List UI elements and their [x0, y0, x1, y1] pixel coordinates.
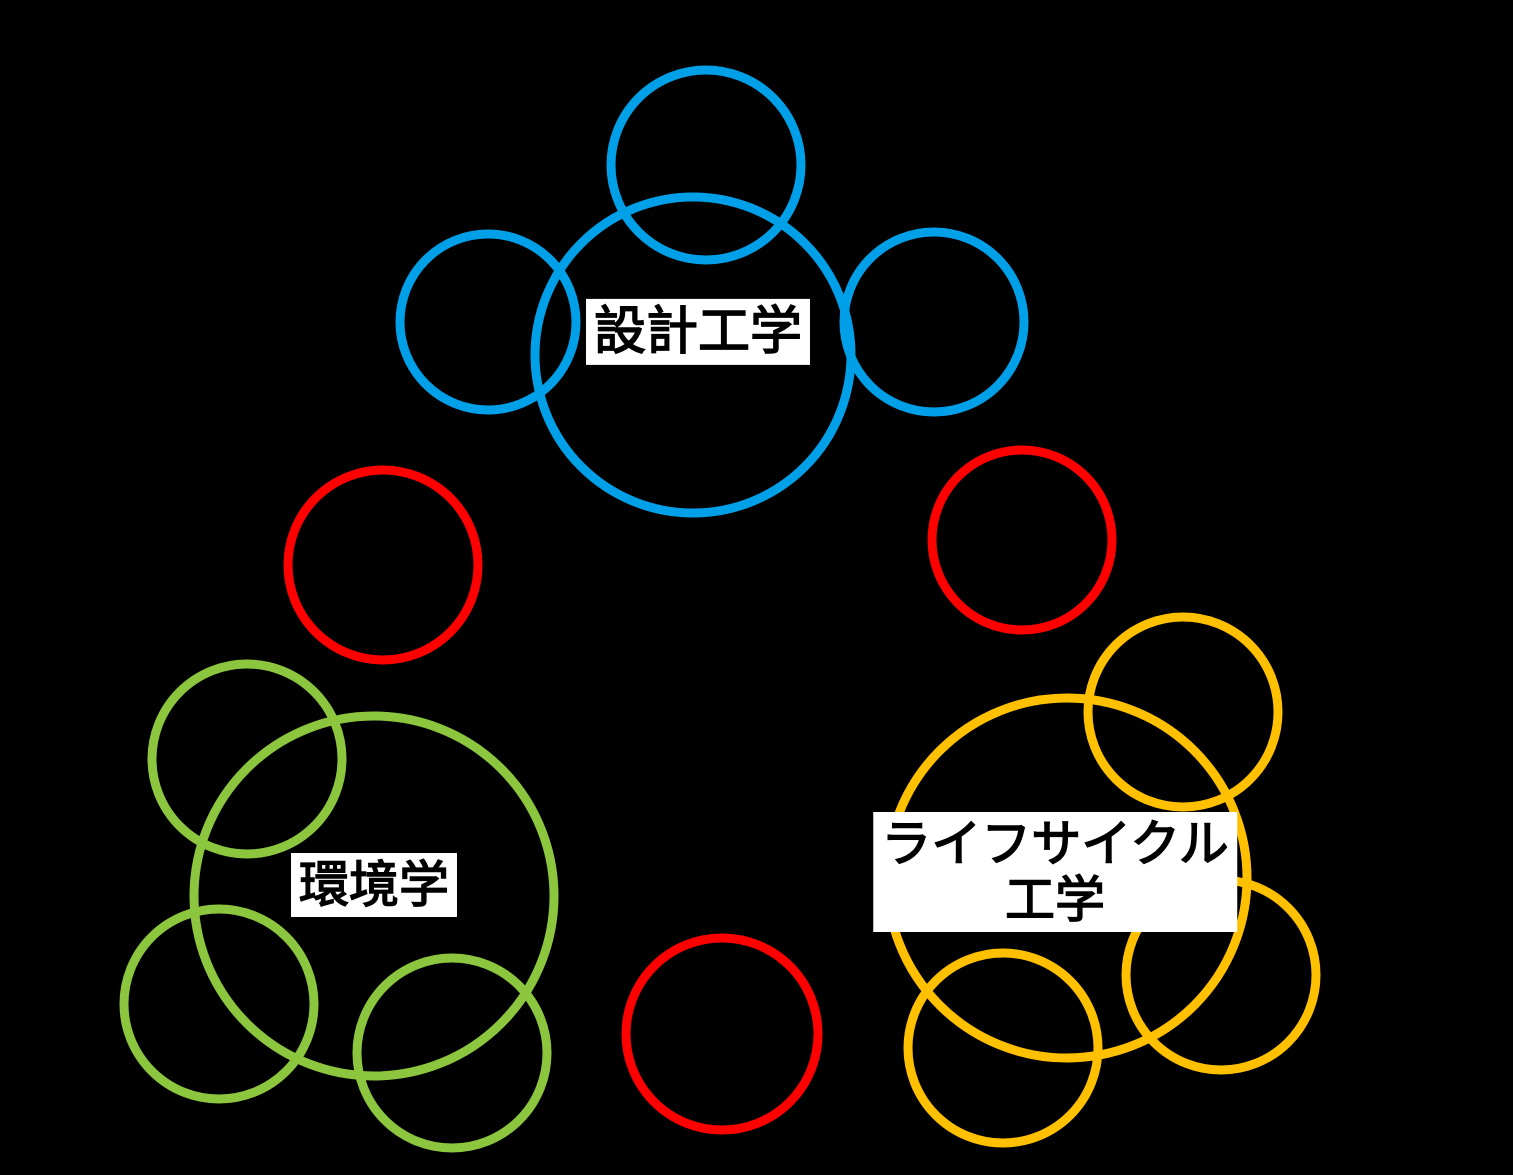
- lifecycle-engineering-cluster-circle-top-right: [1083, 612, 1283, 812]
- unlabeled-red-circles: [283, 445, 1117, 1135]
- lifecycle-engineering-cluster-circle-bottom-left: [903, 948, 1103, 1148]
- unlabeled-red-circles-circle-right: [927, 445, 1117, 635]
- label-lifecycle-line-2: 工学: [1005, 871, 1105, 929]
- design-engineering-cluster: [395, 65, 1029, 518]
- environmental-studies-cluster-circle-main: [189, 711, 559, 1081]
- environmental-studies-cluster-circle-bottom-right: [352, 953, 552, 1153]
- design-engineering-cluster-circle-top: [606, 65, 806, 265]
- label-environmental-studies: 環境学: [291, 853, 457, 917]
- environmental-studies-cluster-circle-bottom-left: [119, 904, 319, 1104]
- environmental-studies-cluster: [119, 659, 559, 1153]
- unlabeled-red-circles-circle-bottom: [621, 933, 823, 1135]
- label-lifecycle-engineering: ライフサイクル工学: [873, 812, 1237, 932]
- environmental-studies-cluster-circle-top-left: [147, 659, 347, 859]
- label-design-engineering: 設計工学: [585, 298, 811, 366]
- design-engineering-cluster-circle-left: [395, 229, 581, 415]
- label-lifecycle-line-1: ライフサイクル: [881, 815, 1229, 873]
- unlabeled-red-circles-circle-left: [283, 465, 483, 665]
- design-engineering-cluster-circle-right: [839, 227, 1029, 417]
